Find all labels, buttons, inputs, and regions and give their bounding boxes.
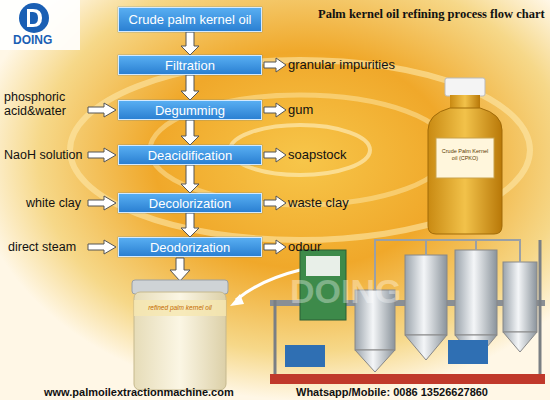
text-label: refined palm kernel oil [138,304,222,312]
text-label: odour [288,240,321,255]
flow-arrow-shape [181,75,199,100]
flow-arrow-shape [181,32,199,55]
text-label: gum [288,103,313,118]
process-name: Crude palm kernel oil [129,12,252,27]
oil-ripple [70,60,530,240]
logo-mark [27,9,42,27]
text-label: Crude Palm Kernel oil (CPKO) [439,148,491,162]
flow-arrow [181,120,199,145]
output-arrow [264,103,286,117]
refined-oil-jar [132,280,228,390]
process-box: Decolorization [118,193,262,213]
text-label: DOING [290,274,401,310]
refining-machine [270,240,545,384]
flow-arrow [181,165,199,193]
text-label: soapstock [288,148,347,163]
flow-arrow [181,32,199,55]
flow-arrow [181,75,199,100]
flow-arrow [181,213,199,237]
input-arrow [88,103,116,117]
input-arrow [88,148,116,162]
text-label: NaoH solution [4,148,83,162]
logo-mark [30,12,38,24]
process-box: Deacidification [118,145,262,165]
text-label: DOING [13,34,52,48]
output-arrow [264,58,286,72]
logo-mark [19,3,49,33]
flow-arrow-shape [181,165,199,193]
logo-backdrop [0,0,80,50]
input-arrow [88,196,116,210]
process-box: Degumming [118,100,262,120]
chart-title: Palm kernel oil refining process flow ch… [318,7,545,22]
text-label: granular impurities [288,58,395,73]
crude-oil-bottle [428,78,502,234]
output-arrow [264,196,286,210]
text-label: Whatsapp/Mobile: 0086 13526627860 [296,386,488,399]
process-box: Crude palm kernel oil [118,7,262,32]
output-arrow [264,240,286,254]
flow-arrow-shape [181,213,199,237]
text-label: phosphoric acid&water [4,90,84,118]
text-label: white clay [26,196,81,210]
flow-arrow-shape [181,120,199,145]
process-box: Filtration [118,55,262,75]
input-arrow [88,240,116,254]
text-label: waste clay [288,196,349,211]
output-arrow [264,148,286,162]
process-name: Deacidification [148,148,233,163]
process-name: Degumming [155,103,225,118]
process-name: Decolorization [149,196,231,211]
text-label: www.palmoilextractionmachine.com [44,386,234,399]
process-box: Deodorization [118,237,262,257]
product-arrow [170,258,190,281]
process-name: Filtration [165,58,215,73]
process-name: Deodorization [150,240,230,255]
machine-arrow [230,294,244,306]
text-label: direct steam [8,240,76,254]
